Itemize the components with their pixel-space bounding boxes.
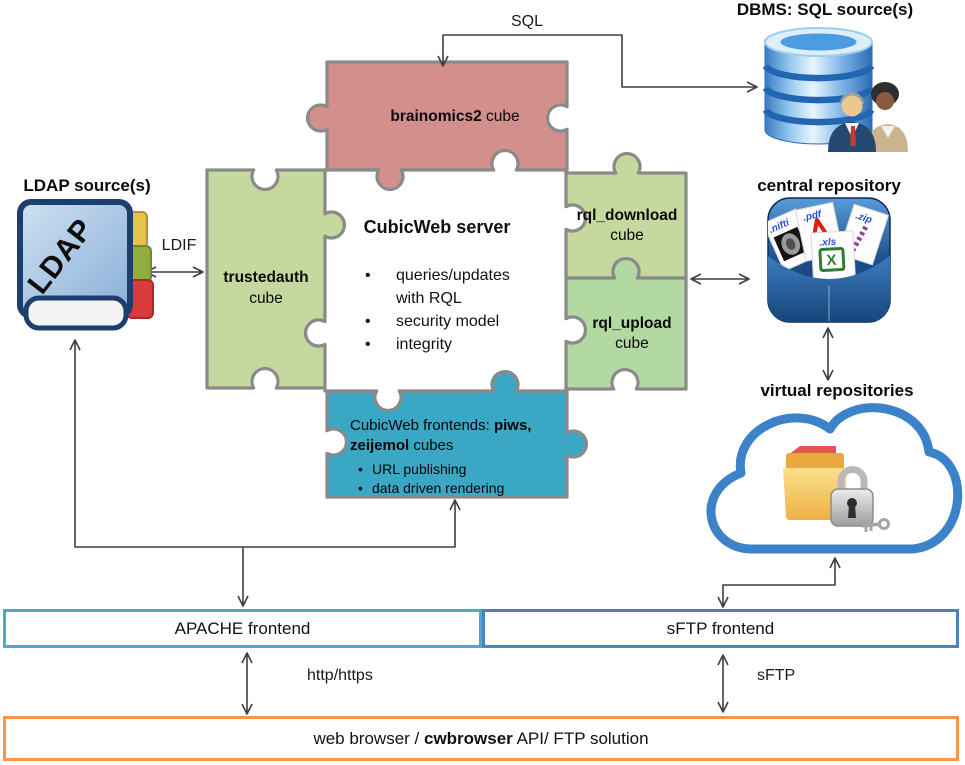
cubicweb-server-title: CubicWeb server: [363, 217, 511, 237]
frontends-line2: cubes: [409, 437, 454, 454]
apache-frontend-box: APACHE frontend: [3, 609, 482, 648]
padlock-icon: [830, 466, 890, 532]
trustedauth-cube-label: trustedauth cube: [223, 267, 308, 309]
virtual-repositories-title: virtual repositories: [760, 381, 914, 400]
arrow-ldap-frontends: [69, 339, 461, 548]
arrow-http: [241, 652, 253, 715]
svg-text:.xls: .xls: [819, 237, 837, 249]
rql-upload-type: cube: [615, 335, 649, 352]
arrow-sftp-cloud: [717, 557, 841, 608]
arrow-ldif: [145, 266, 204, 278]
ldap-book-icon: LDAP: [17, 199, 154, 331]
trustedauth-name: trustedauth: [223, 269, 309, 286]
frontends-feature: URL publishing: [350, 460, 562, 479]
browser-cwbrowser: cwbrowser: [423, 728, 513, 748]
dbms-database-icon: [762, 27, 908, 152]
frontends-piws: piws,: [493, 417, 532, 434]
frontends-feature: data driven rendering: [350, 479, 562, 498]
dbms-title: DBMS: SQL source(s): [736, 0, 914, 19]
file-xls: .xls X: [810, 230, 856, 282]
rql-download-cube-label: rql_download cube: [577, 206, 678, 246]
cubicweb-frontends-label: CubicWeb frontends: piws, zeijemol cubes…: [350, 416, 562, 498]
key-icon: [861, 518, 890, 532]
sftp-edge-label: sFTP: [757, 667, 796, 684]
frontends-line1: CubicWeb frontends:: [350, 417, 494, 434]
web-browser-box: web browser / cwbrowser API/ FTP solutio…: [3, 716, 959, 761]
server-feature: security model: [363, 310, 538, 333]
server-feature: integrity: [363, 333, 538, 356]
rql-download-type: cube: [610, 227, 644, 244]
rql-upload-name: rql_upload: [592, 315, 672, 332]
rql-download-name: rql_download: [576, 207, 678, 224]
central-repository-title: central repository: [757, 176, 901, 195]
arrow-sql: [437, 34, 758, 93]
ldap-title: LDAP source(s): [23, 176, 151, 195]
browser-pre: web browser /: [313, 728, 424, 748]
svg-text:.zip: .zip: [854, 211, 873, 227]
connector-arrows: [69, 34, 841, 715]
central-repository-icon: .nifti .zip .pdf .xls: [767, 197, 891, 323]
cubicweb-server-features: queries/updates with RQL security model …: [363, 264, 538, 356]
sftp-frontend-label: sFTP frontend: [666, 618, 775, 638]
trustedauth-type: cube: [249, 290, 283, 307]
brainomics2-name: brainomics2: [390, 108, 482, 125]
http-edge-label: http/https: [307, 667, 373, 684]
server-feature: queries/updates with RQL: [363, 264, 538, 310]
ldif-edge-label: LDIF: [161, 237, 197, 254]
svg-text:X: X: [826, 252, 837, 270]
browser-post: API/ FTP solution: [512, 728, 649, 748]
arrow-rql-repo: [690, 273, 750, 285]
apache-frontend-label: APACHE frontend: [174, 618, 311, 638]
arrow-sftp-vert: [717, 654, 729, 713]
brainomics2-type: cube: [481, 108, 520, 125]
browser-label: web browser / cwbrowser API/ FTP solutio…: [313, 729, 648, 749]
rql-upload-cube-label: rql_upload cube: [592, 314, 671, 354]
virtual-repositories-icon: [706, 403, 963, 554]
dbms-users-icon: [828, 82, 908, 152]
sql-edge-label: SQL: [510, 13, 544, 30]
frontends-zeijemol: zeijemol: [350, 437, 410, 454]
sftp-frontend-box: sFTP frontend: [482, 609, 959, 648]
arrow-repo-virtual: [822, 327, 834, 381]
frontends-features: URL publishing data driven rendering: [350, 460, 562, 498]
brainomics2-cube-label: brainomics2 cube: [390, 106, 519, 127]
arrow-to-apache: [237, 547, 249, 607]
